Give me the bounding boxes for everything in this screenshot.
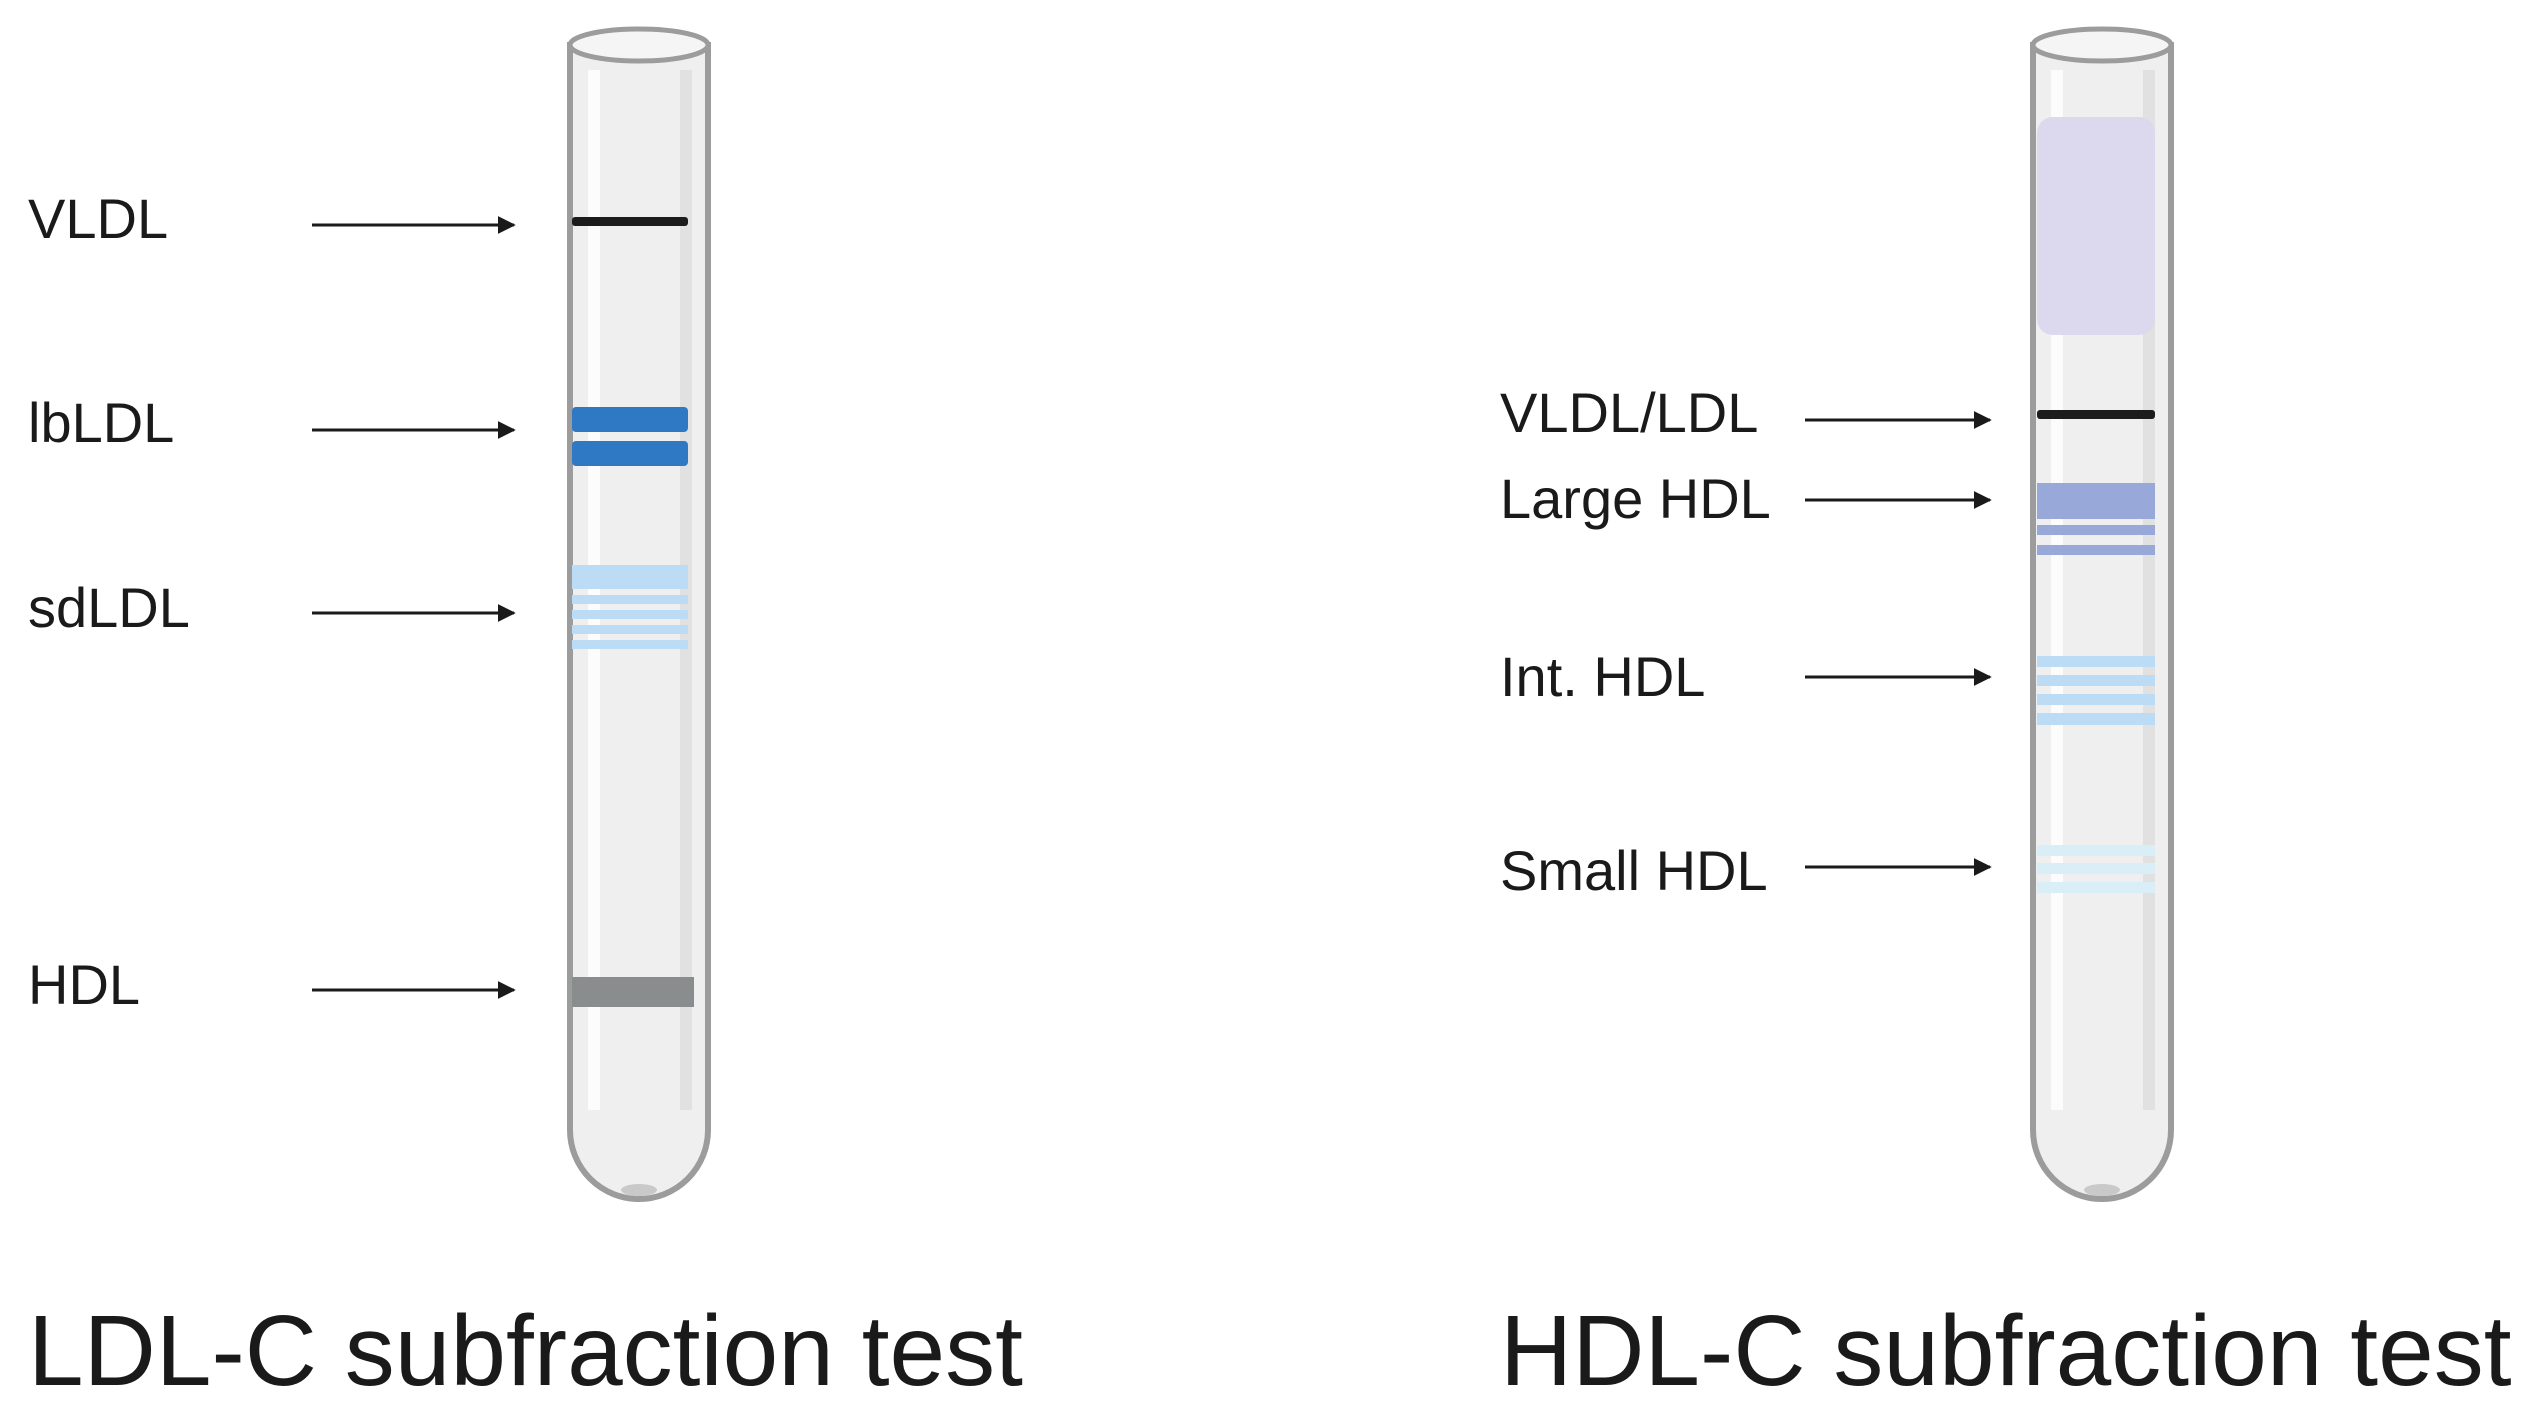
lb-ldl-bands: [572, 407, 688, 466]
label-vldl-ldl: VLDL/LDL: [1500, 381, 1758, 444]
ldl-caption: LDL-C subfraction test: [28, 1295, 1023, 1407]
ldl-panel: VLDL lbLDL sdLDL HDL LDL-C subfraction t…: [28, 26, 1023, 1407]
sd-ldl-bands: [572, 565, 688, 649]
label-int-hdl: Int. HDL: [1500, 645, 1705, 708]
hdl-panel: VLDL/LDL Large HDL Int. HDL Small HDL HD…: [1500, 26, 2512, 1407]
large-hdl-bands: [2037, 483, 2155, 555]
small-hdl-bands: [2037, 845, 2155, 893]
vldl-ldl-band: [2037, 410, 2155, 419]
hdl-band: [572, 977, 694, 1007]
hdl-caption: HDL-C subfraction test: [1500, 1295, 2512, 1407]
ldl-test-tube: [567, 26, 711, 1202]
label-small-hdl: Small HDL: [1500, 839, 1768, 902]
top-lipid-layer: [2037, 117, 2155, 335]
label-lbldl: lbLDL: [28, 391, 174, 454]
label-hdl: HDL: [28, 953, 140, 1016]
label-large-hdl: Large HDL: [1500, 467, 1771, 530]
label-vldl: VLDL: [28, 187, 168, 250]
vldl-band: [572, 217, 688, 226]
label-sdldl: sdLDL: [28, 576, 190, 639]
int-hdl-bands: [2037, 656, 2155, 725]
